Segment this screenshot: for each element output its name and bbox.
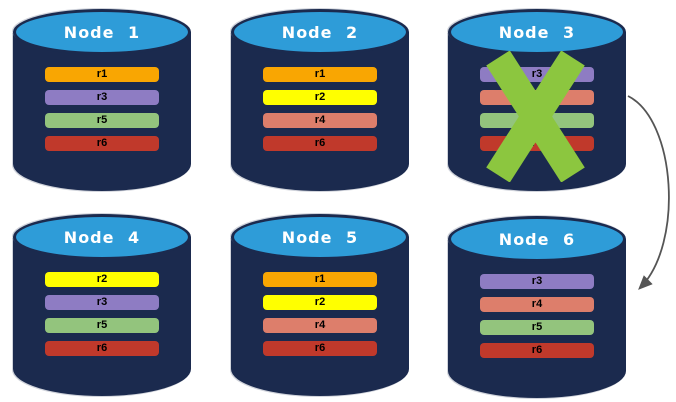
arrow-path <box>627 95 670 290</box>
cylinder-body <box>13 32 191 191</box>
replica-bar: r4 <box>263 318 377 333</box>
replica-list: r1 r2 r4 r6 <box>263 272 377 356</box>
cylinder-body <box>13 237 191 396</box>
node-5-cylinder: Node 5 r1 r2 r4 r6 <box>231 214 409 396</box>
failure-x-icon <box>486 51 585 182</box>
node-label: Node 4 <box>63 227 141 247</box>
cylinder-body <box>231 32 409 191</box>
replica-bar: r6 <box>45 341 159 356</box>
replica-list: r1 r2 r4 r6 <box>263 67 377 151</box>
replica-bar: r1 <box>263 272 377 287</box>
replica-list: r1 r3 r5 r6 <box>45 67 159 151</box>
cylinder-top: Node 5 <box>231 214 409 260</box>
cylinder-body <box>231 237 409 396</box>
replica-bar: r6 <box>263 341 377 356</box>
node-3-cylinder: Node 3 r3 r4 r5 r6 <box>448 9 626 191</box>
node-label: Node 1 <box>63 22 141 42</box>
replica-list: r2 r3 r5 r6 <box>45 272 159 356</box>
node-label: Node 6 <box>498 229 576 249</box>
cylinder-top: Node 3 <box>448 9 626 55</box>
replica-bar: r3 <box>45 295 159 310</box>
replica-bar: r2 <box>263 295 377 310</box>
cylinder-top: Node 1 <box>13 9 191 55</box>
replica-bar: r2 <box>45 272 159 287</box>
replica-bar: r6 <box>263 136 377 151</box>
node-2-cylinder: Node 2 r1 r2 r4 r6 <box>231 9 409 191</box>
replica-bar: r2 <box>263 90 377 105</box>
replica-bar: r1 <box>45 67 159 82</box>
replica-bar: r5 <box>45 318 159 333</box>
replica-bar: r5 <box>45 113 159 128</box>
node-label: Node 3 <box>498 22 576 42</box>
replica-bar: r6 <box>45 136 159 151</box>
replica-bar: r6 <box>480 343 594 358</box>
replica-bar: r3 <box>480 274 594 289</box>
node-6-cylinder: Node 6 r3 r4 r5 r6 <box>448 216 626 398</box>
cylinder-body <box>448 239 626 398</box>
cylinder-top: Node 2 <box>231 9 409 55</box>
replica-bar: r1 <box>263 67 377 82</box>
replica-bar: r4 <box>480 297 594 312</box>
node-4-cylinder: Node 4 r2 r3 r5 r6 <box>13 214 191 396</box>
node-label: Node 5 <box>281 227 359 247</box>
replica-bar: r5 <box>480 320 594 335</box>
replica-bar: r4 <box>263 113 377 128</box>
replica-list: r3 r4 r5 r6 <box>480 274 594 358</box>
replica-bar: r3 <box>45 90 159 105</box>
node-label: Node 2 <box>281 22 359 42</box>
cylinder-top: Node 6 <box>448 216 626 262</box>
cylinder-top: Node 4 <box>13 214 191 260</box>
node-1-cylinder: Node 1 r1 r3 r5 r6 <box>13 9 191 191</box>
